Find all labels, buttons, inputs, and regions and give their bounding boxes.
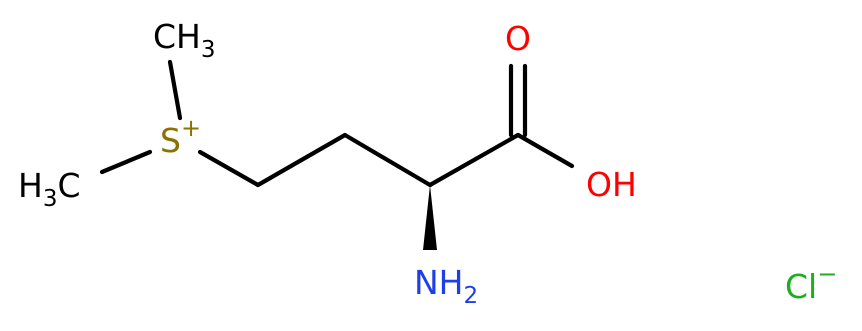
bond-s-methyl-top: [167, 59, 183, 121]
methyl-left-label: H3C: [18, 166, 81, 212]
methyl-top-label: CH3: [153, 17, 216, 63]
amine-label: NH2: [414, 263, 478, 309]
wedge-bond-amine: [423, 185, 437, 250]
bond-s-ch2: [197, 149, 261, 188]
carbonyl-oxygen-label: O: [505, 19, 531, 58]
hydroxyl-label: OH: [586, 165, 637, 204]
bond-layer: [99, 59, 575, 250]
sulfur-label: S+: [160, 114, 201, 160]
chloride-label: Cl−: [785, 260, 837, 306]
bond-ch2-ch2: [255, 132, 348, 188]
bond-calpha-carboxyl: [427, 132, 521, 188]
bond-s-methyl-left: [99, 149, 153, 175]
bond-ch2-calpha: [342, 132, 433, 188]
bond-carboxyl-oh: [515, 132, 575, 169]
